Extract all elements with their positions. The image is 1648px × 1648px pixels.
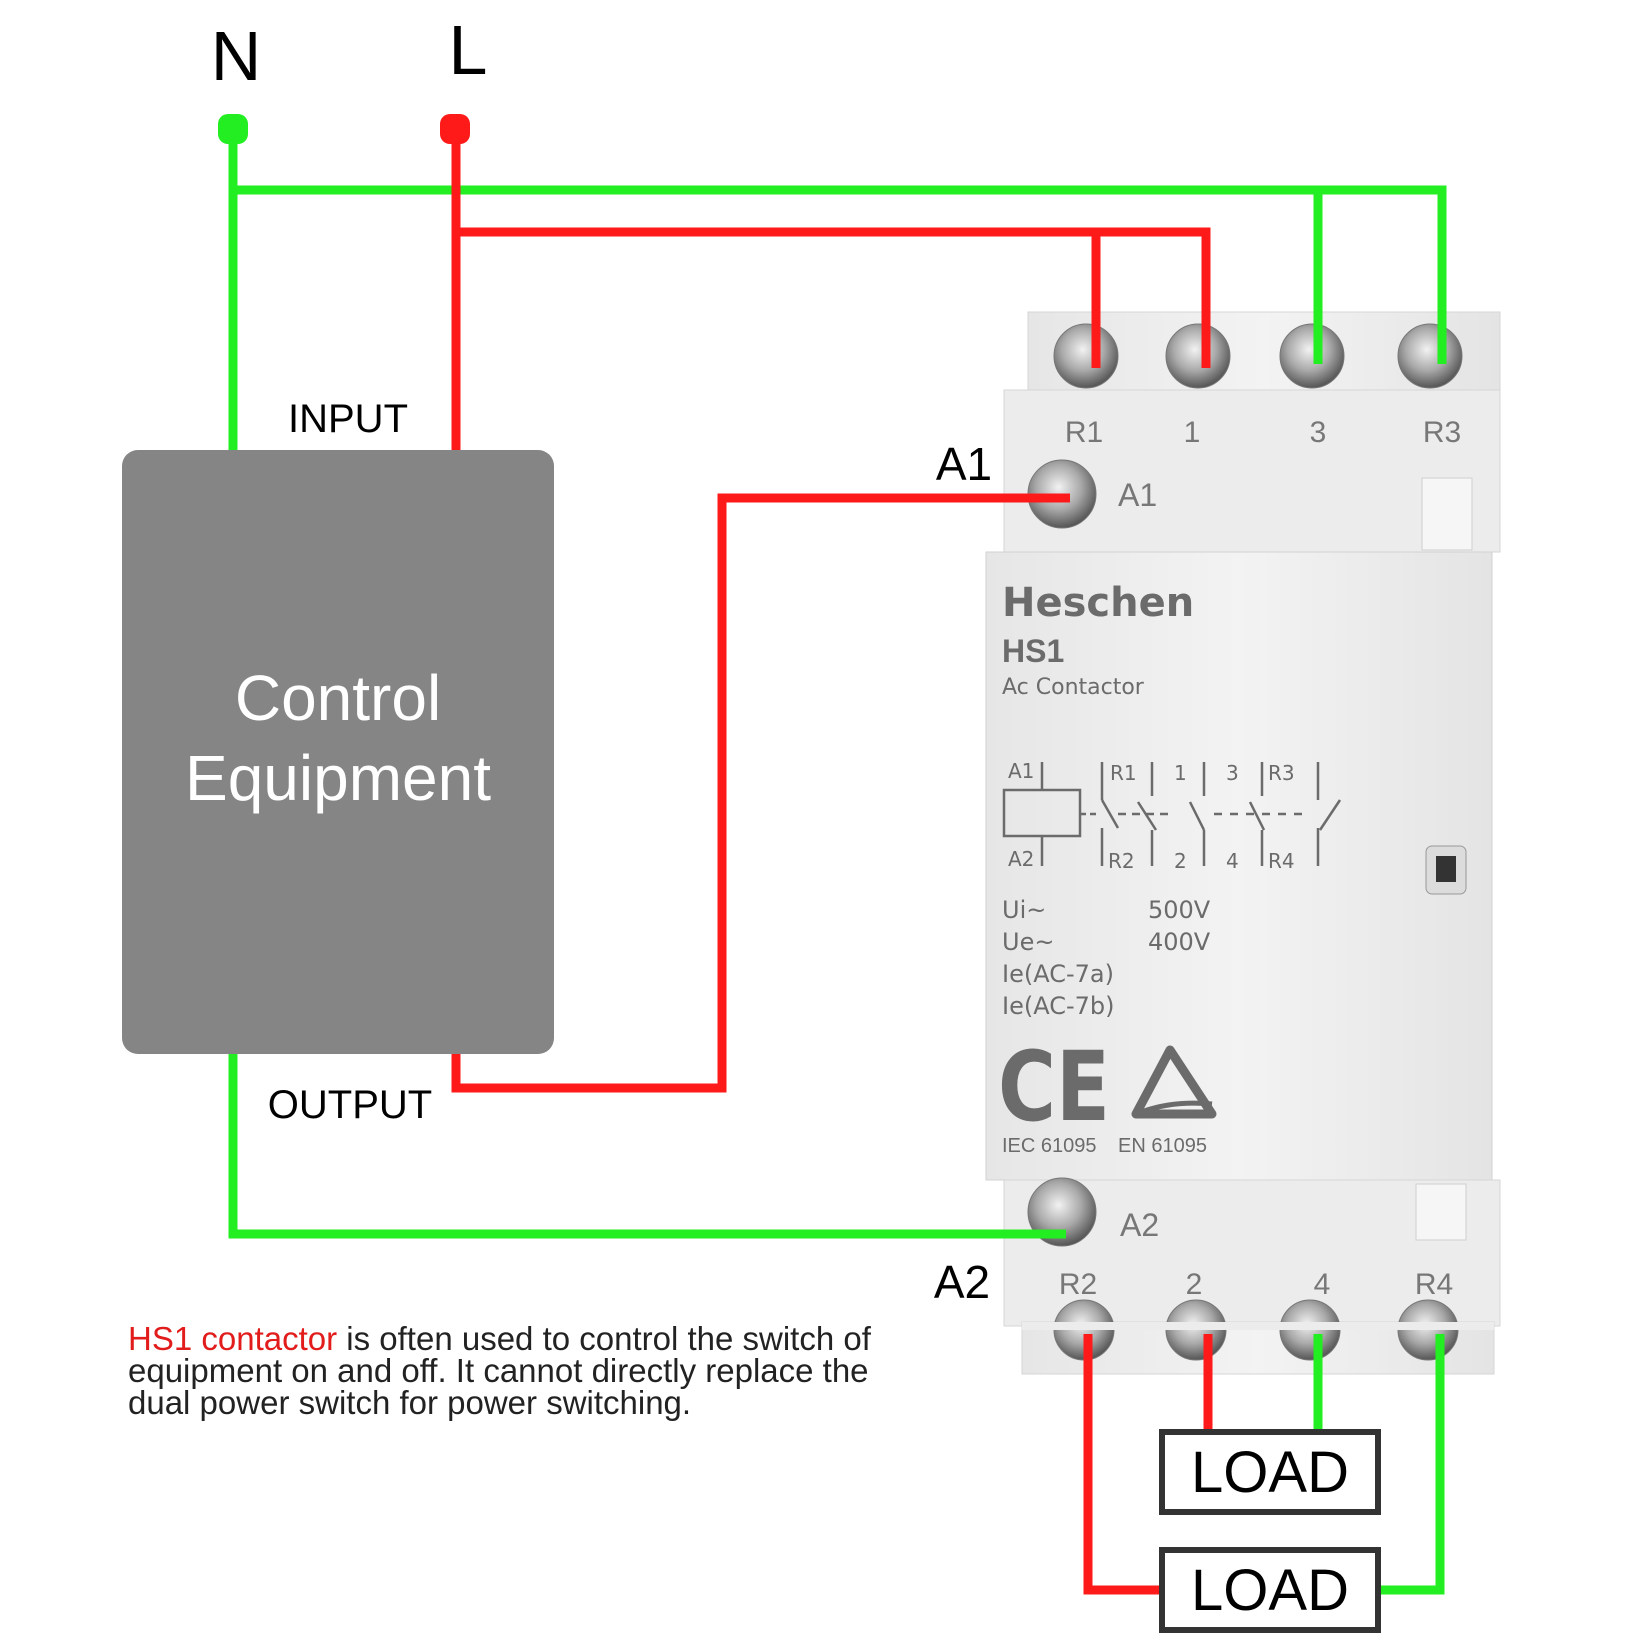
screw-a2 xyxy=(1027,1177,1097,1247)
load-box-1 xyxy=(1159,1429,1381,1515)
control-equipment-box xyxy=(122,450,554,1054)
terminal-label-1: 1 xyxy=(1184,416,1201,449)
schematic-label-r3: R3 xyxy=(1268,761,1295,785)
device-type: Ac Contactor xyxy=(1002,675,1145,700)
triangle-cert-icon xyxy=(1131,1045,1217,1119)
test-button-slot xyxy=(1436,856,1456,882)
neutral-terminal-dot xyxy=(218,114,248,144)
ce-mark: CE xyxy=(998,1031,1110,1143)
line-wires xyxy=(451,132,1213,1595)
front-cover xyxy=(985,551,1493,1181)
note-line-3: dual power switch for power switching. xyxy=(128,1384,691,1421)
schematic-label-r1: R1 xyxy=(1110,761,1137,785)
standard-en: EN 61095 xyxy=(1118,1135,1207,1157)
terminal-label-r2: R2 xyxy=(1059,1268,1097,1301)
line-bus xyxy=(456,227,1211,368)
output-label: OUTPUT xyxy=(268,1083,432,1127)
terminal-lip xyxy=(1022,1322,1494,1330)
equipment-to-a1 xyxy=(451,493,1070,1093)
load-label-1: LOAD xyxy=(1191,1440,1349,1505)
neutral-bus xyxy=(233,185,1447,364)
top-terminal-labels: R1 1 3 R3 xyxy=(1065,416,1461,449)
schematic-labels: A1 A2 R1 1 3 R3 R2 2 4 R4 xyxy=(1008,759,1295,873)
bottom-window xyxy=(1415,1183,1467,1241)
line-terminal-dot xyxy=(440,114,470,144)
schematic-label-1: 1 xyxy=(1174,761,1187,785)
a1-wire-label: A1 xyxy=(936,438,992,490)
schematic-label-r4: R4 xyxy=(1268,849,1295,873)
terminal-label-4: 4 xyxy=(1314,1268,1331,1301)
load-1: LOAD xyxy=(1159,1429,1381,1515)
usage-note: HS1 contactor is often used to control t… xyxy=(128,1320,872,1421)
spec-label-ie7a: Ie(AC-7a) xyxy=(1002,960,1114,988)
terminal-label-r1: R1 xyxy=(1065,416,1103,449)
contact-schematic xyxy=(1002,762,1342,866)
control-equipment-title-1: Control xyxy=(235,662,441,734)
bottom-terminal-labels: R2 2 4 R4 xyxy=(1059,1268,1453,1301)
schematic-label-a2: A2 xyxy=(1008,847,1034,871)
schematic-label-a1: A1 xyxy=(1008,759,1034,783)
terminal-label-r4: R4 xyxy=(1415,1268,1453,1301)
note-line-1-rest: is often used to control the switch of xyxy=(337,1320,872,1357)
coil-label-a2-device: A2 xyxy=(1120,1207,1159,1243)
terminal-label-3: 3 xyxy=(1310,416,1327,449)
spec-label-ue: Ue~ xyxy=(1002,928,1054,956)
screw-r1 xyxy=(1053,323,1119,389)
terminal-r4-to-load xyxy=(1378,1334,1445,1595)
screw-r3 xyxy=(1397,323,1463,389)
schematic-label-2: 2 xyxy=(1174,849,1187,873)
neutral-wires xyxy=(228,132,1447,1595)
terminal-label-2: 2 xyxy=(1186,1268,1203,1301)
schematic-label-4: 4 xyxy=(1226,849,1239,873)
spec-label-ui: Ui~ xyxy=(1002,896,1046,924)
top-window xyxy=(1421,477,1473,551)
note-highlight: HS1 contactor xyxy=(128,1320,337,1357)
load-label-2: LOAD xyxy=(1191,1558,1349,1623)
input-label: INPUT xyxy=(288,397,408,441)
load-box-2 xyxy=(1159,1547,1381,1633)
spec-value-ui: 500V xyxy=(1148,896,1211,924)
control-equipment: Control Equipment xyxy=(122,450,554,1054)
coil-label-a1-device: A1 xyxy=(1118,477,1157,513)
a2-wire-label: A2 xyxy=(934,1256,990,1308)
brand-name: Heschen xyxy=(1002,580,1194,626)
screw-3 xyxy=(1279,323,1345,389)
equipment-to-a2 xyxy=(228,1054,1066,1239)
control-equipment-title-2: Equipment xyxy=(185,742,491,814)
schematic-label-r2: R2 xyxy=(1108,849,1135,873)
note-line-1: HS1 contactor is often used to control t… xyxy=(128,1320,872,1357)
line-label: L xyxy=(449,11,488,89)
schematic-label-3: 3 xyxy=(1226,761,1239,785)
terminal-label-r3: R3 xyxy=(1423,416,1461,449)
spec-table: Ui~ 500V Ue~ 400V Ie(AC-7a) Ie(AC-7b) xyxy=(1002,896,1211,1020)
neutral-label: N xyxy=(211,17,262,95)
screw-1 xyxy=(1165,323,1231,389)
spec-value-ue: 400V xyxy=(1148,928,1211,956)
terminal-r2-to-load xyxy=(1083,1334,1162,1595)
model-name: HS1 xyxy=(1002,633,1064,669)
standard-iec: IEC 61095 xyxy=(1002,1135,1097,1157)
note-line-2: equipment on and off. It cannot directly… xyxy=(128,1352,869,1389)
load-2: LOAD xyxy=(1159,1547,1381,1633)
spec-label-ie7b: Ie(AC-7b) xyxy=(1002,992,1115,1020)
